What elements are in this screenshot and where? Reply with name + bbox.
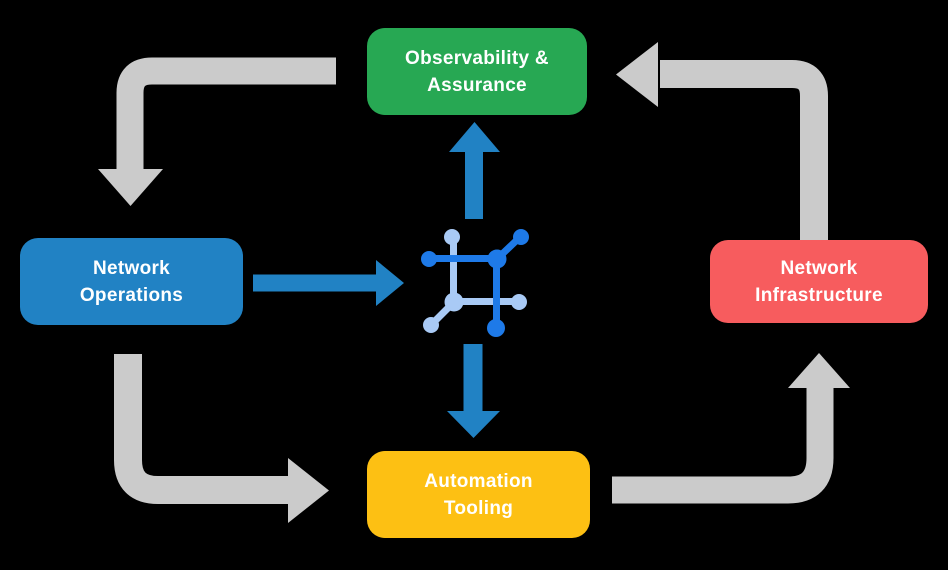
cycle-arrow-observability-to-operations xyxy=(98,57,336,206)
icon-node-right xyxy=(511,294,527,310)
node-label-line: Network xyxy=(92,257,171,279)
icon-corner-bottom-left xyxy=(444,292,464,312)
flow-arrow-up-head xyxy=(449,122,500,152)
node-label-line: Observability & xyxy=(405,47,549,69)
cycle-arrow-bl-head xyxy=(288,458,329,523)
node-automation-tooling: Automation Tooling xyxy=(367,451,590,538)
network-fabric-icon xyxy=(421,229,529,337)
node-observability-assurance: Observability & Assurance xyxy=(367,28,587,115)
flow-arrow-center-to-automation xyxy=(447,344,500,438)
node-label-line: Tooling xyxy=(443,497,514,519)
flow-arrow-operations-to-center xyxy=(253,260,404,306)
cycle-arrow-tl-head xyxy=(98,169,163,206)
cycle-arrow-bl-shaft xyxy=(114,354,290,504)
cycle-arrow-tr-shaft xyxy=(660,60,828,240)
cycle-arrow-br-shaft xyxy=(612,386,834,504)
cycle-arrow-operations-to-automation xyxy=(114,354,329,523)
icon-node-top-right xyxy=(513,229,529,245)
node-label-line: Infrastructure xyxy=(755,284,883,306)
cycle-arrow-automation-to-infrastructure xyxy=(612,353,850,504)
node-label-line: Operations xyxy=(79,284,184,306)
flow-arrow-down-head xyxy=(447,411,500,438)
icon-corner-top-right xyxy=(487,249,507,269)
cycle-arrow-tr-head xyxy=(616,42,658,107)
cycle-arrow-tl-shaft xyxy=(116,57,336,172)
icon-node-bottom-left xyxy=(423,317,439,333)
node-label-line: Network xyxy=(780,257,858,279)
cycle-arrow-br-head xyxy=(788,353,850,388)
icon-node-bottom xyxy=(487,319,505,337)
node-network-operations: Network Operations xyxy=(20,238,243,325)
cycle-arrow-infrastructure-to-observability xyxy=(616,42,828,240)
node-label-line: Assurance xyxy=(427,74,527,96)
flow-arrow-center-to-observability xyxy=(449,122,500,219)
flow-arrow-right-head xyxy=(376,260,404,306)
node-network-infrastructure: Network Infrastructure xyxy=(710,240,928,323)
node-label-line: Automation xyxy=(424,470,533,492)
